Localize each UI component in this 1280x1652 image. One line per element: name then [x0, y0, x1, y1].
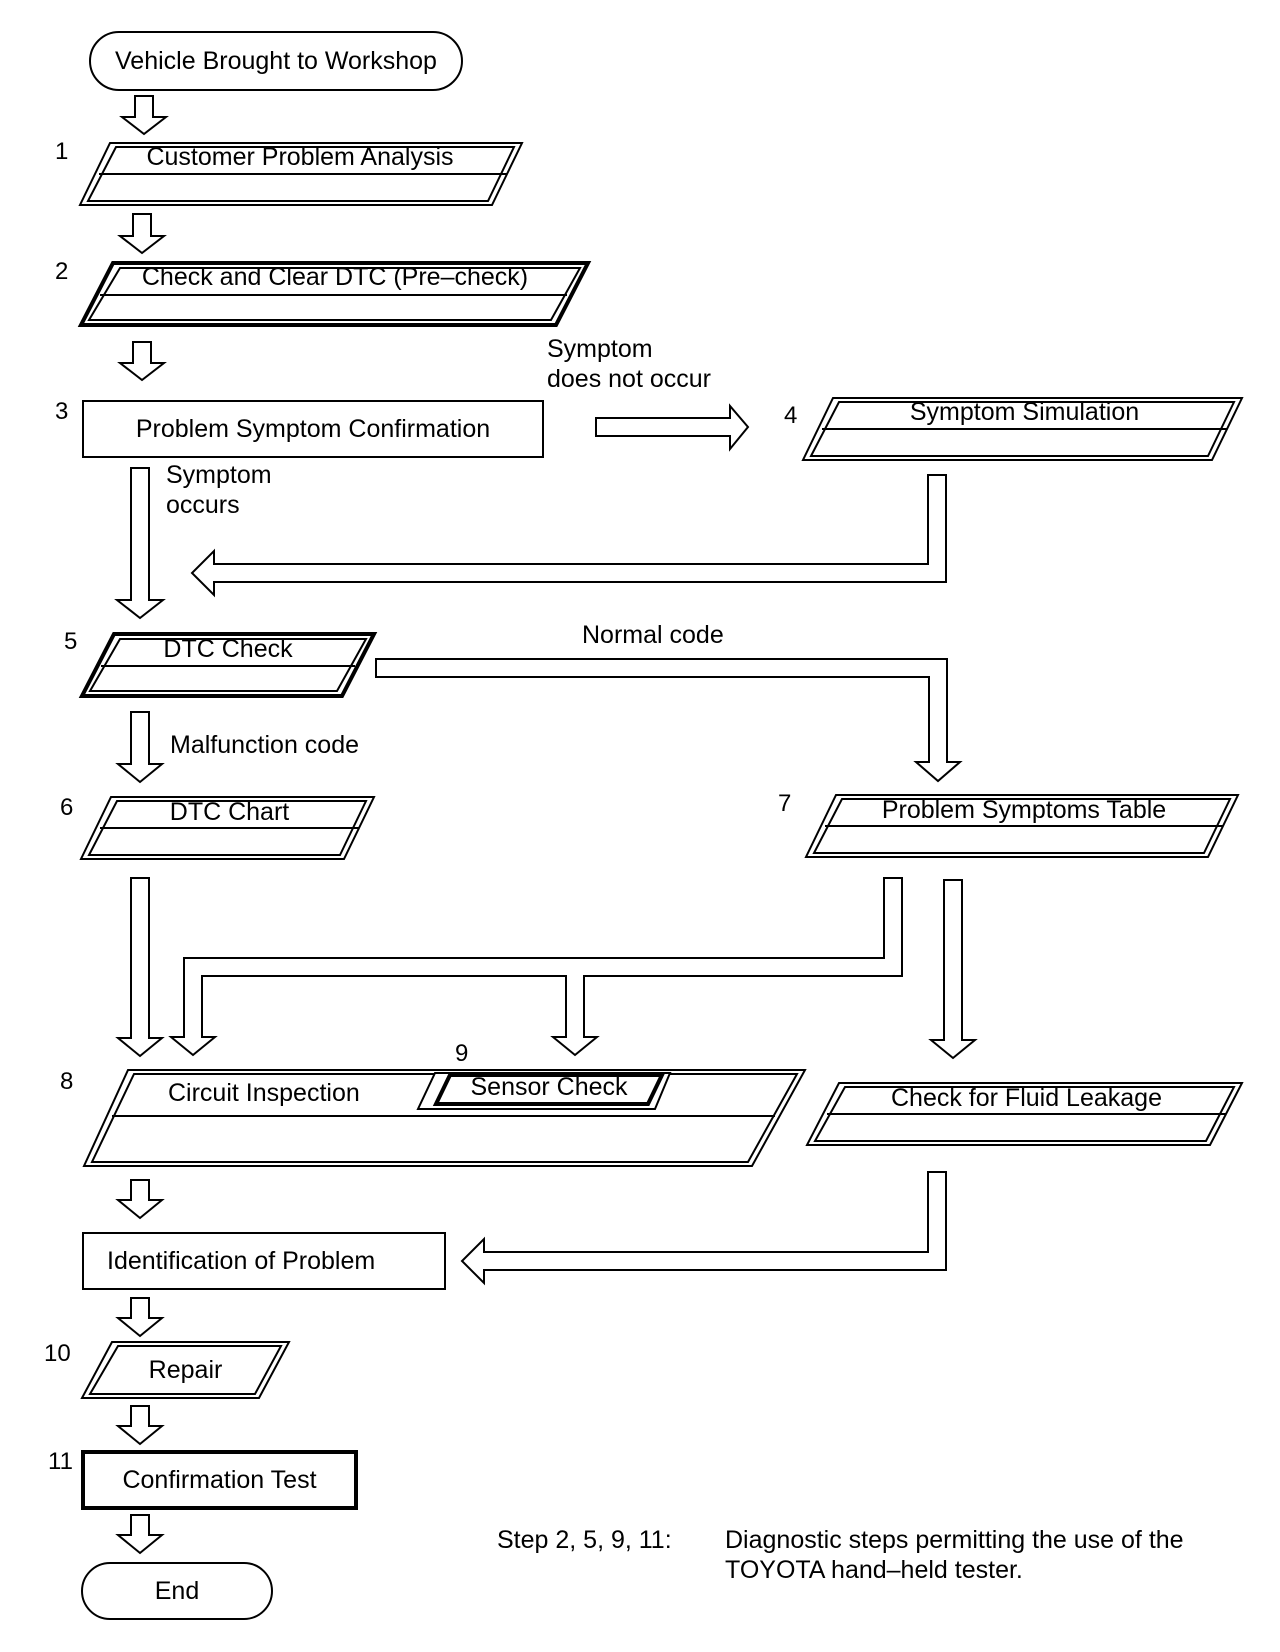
branch-occur-line1: Symptom	[166, 461, 272, 489]
end-label: End	[154, 1577, 200, 1605]
step-number-3: 3	[55, 398, 69, 425]
note-steps: Step 2, 5, 9, 11:	[497, 1526, 672, 1554]
right-arrow-3-to-4	[595, 403, 750, 452]
step-6-label: DTC Chart	[169, 798, 290, 826]
step-6-box	[79, 796, 376, 860]
step-3-box	[82, 400, 544, 458]
step-11-label: Confirmation Test	[122, 1466, 317, 1494]
down-arrow-5-to-6	[115, 711, 165, 784]
return-arrow-4-to-main	[190, 474, 947, 598]
down-arrow-6-to-8	[115, 877, 165, 1058]
step-7-box	[804, 794, 1240, 858]
step-number-7: 7	[778, 790, 792, 817]
down-arrow-11-to-end	[115, 1514, 165, 1555]
step-number-6: 6	[60, 794, 74, 821]
end-terminator	[81, 1562, 273, 1620]
down-arrow-ident-to-10	[115, 1297, 165, 1338]
start-terminator	[89, 31, 463, 91]
note-line1: Diagnostic steps permitting the use of t…	[725, 1526, 1184, 1554]
down-arrow-1-to-2	[117, 213, 167, 255]
branch-no-occur-line2: does not occur	[547, 365, 711, 393]
note-line2: TOYOTA hand–held tester.	[725, 1556, 1023, 1584]
step-number-5: 5	[64, 628, 78, 655]
branch-occur-line2: occurs	[166, 491, 240, 519]
identification-box	[82, 1232, 446, 1290]
step-5-box	[78, 632, 378, 698]
step-9-label: Sensor Check	[470, 1073, 628, 1101]
step-10-box	[80, 1341, 291, 1399]
step-number-10: 10	[44, 1340, 71, 1367]
step-number-8: 8	[60, 1068, 74, 1095]
step-number-9: 9	[455, 1040, 469, 1067]
step-10-label: Repair	[148, 1356, 223, 1384]
normal-code-arrow-5-to-7	[375, 658, 963, 783]
step-3-label: Problem Symptom Confirmation	[135, 415, 491, 443]
step-8-label: Circuit Inspection	[168, 1079, 360, 1107]
down-arrow-10-to-11	[115, 1405, 165, 1446]
step-5-label: DTC Check	[163, 635, 293, 663]
fluid-leakage-label: Check for Fluid Leakage	[891, 1084, 1162, 1112]
step-number-1: 1	[55, 138, 69, 165]
step-9-box	[416, 1072, 672, 1110]
down-arrow-7-to-fluid	[928, 879, 978, 1060]
step-1-label: Customer Problem Analysis	[146, 143, 454, 171]
down-arrow-2-to-3	[117, 341, 167, 382]
step-number-11: 11	[48, 1448, 73, 1475]
step-4-box	[801, 397, 1244, 461]
step-7-label: Problem Symptoms Table	[881, 796, 1167, 824]
return-arrow-fluid-to-ident	[460, 1171, 947, 1286]
step-2-box	[77, 261, 592, 327]
down-arrow-start-to-1	[119, 95, 169, 136]
branch-arrow-7-to-8-and-9	[168, 877, 903, 1057]
start-label: Vehicle Brought to Workshop	[115, 47, 437, 75]
fluid-leakage-box	[805, 1082, 1244, 1146]
down-arrow-3-to-5	[114, 467, 166, 620]
step-number-4: 4	[784, 402, 798, 429]
step-number-2: 2	[55, 258, 69, 285]
down-arrow-8-to-ident	[115, 1179, 165, 1220]
identification-label: Identification of Problem	[107, 1247, 376, 1275]
branch-no-occur-line1: Symptom	[547, 335, 653, 363]
step-1-box	[78, 142, 524, 206]
branch-normal-code: Normal code	[582, 621, 724, 649]
step-4-label: Symptom Simulation	[909, 398, 1140, 426]
branch-malfunction-code: Malfunction code	[170, 731, 360, 759]
step-11-box	[81, 1450, 358, 1510]
step-2-label: Check and Clear DTC (Pre–check)	[141, 263, 529, 291]
